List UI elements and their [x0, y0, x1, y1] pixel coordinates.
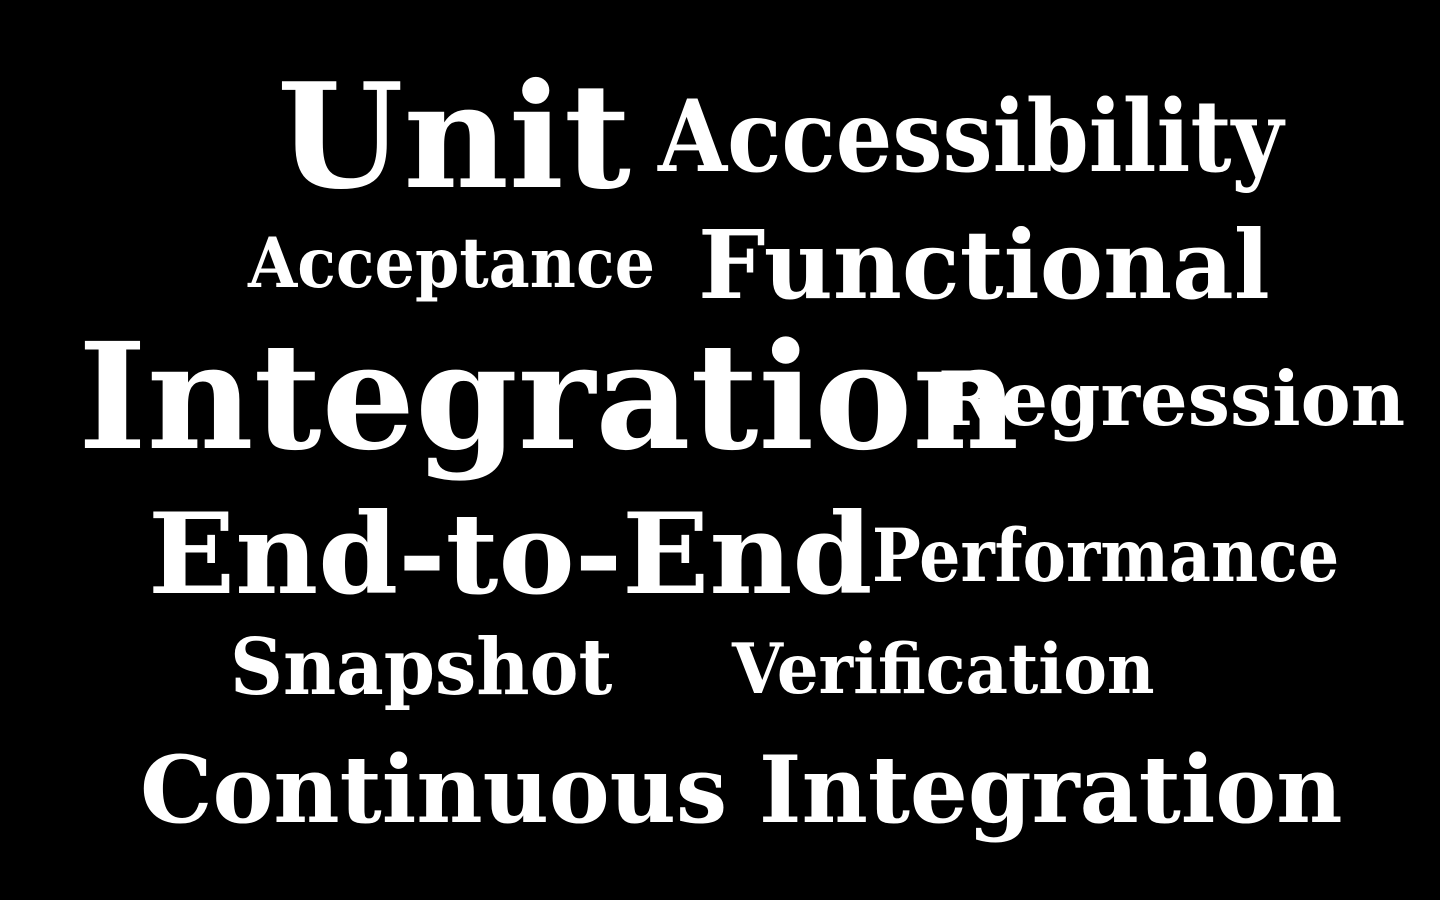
word-regression: Regression — [938, 355, 1406, 443]
word-functional: Functional — [698, 210, 1270, 321]
word-accessibility: Accessibility — [658, 79, 1284, 195]
word-continuous-integration: Continuous Integration — [140, 735, 1343, 844]
word-acceptance: Acceptance — [248, 223, 655, 304]
word-unit: Unit — [277, 52, 631, 222]
word-end-to-end: End-to-End — [148, 490, 873, 620]
word-snapshot: Snapshot — [230, 622, 613, 713]
word-integration: Integration — [78, 310, 1020, 483]
word-performance: Performance — [872, 513, 1340, 599]
word-verification: Verification — [732, 629, 1155, 710]
